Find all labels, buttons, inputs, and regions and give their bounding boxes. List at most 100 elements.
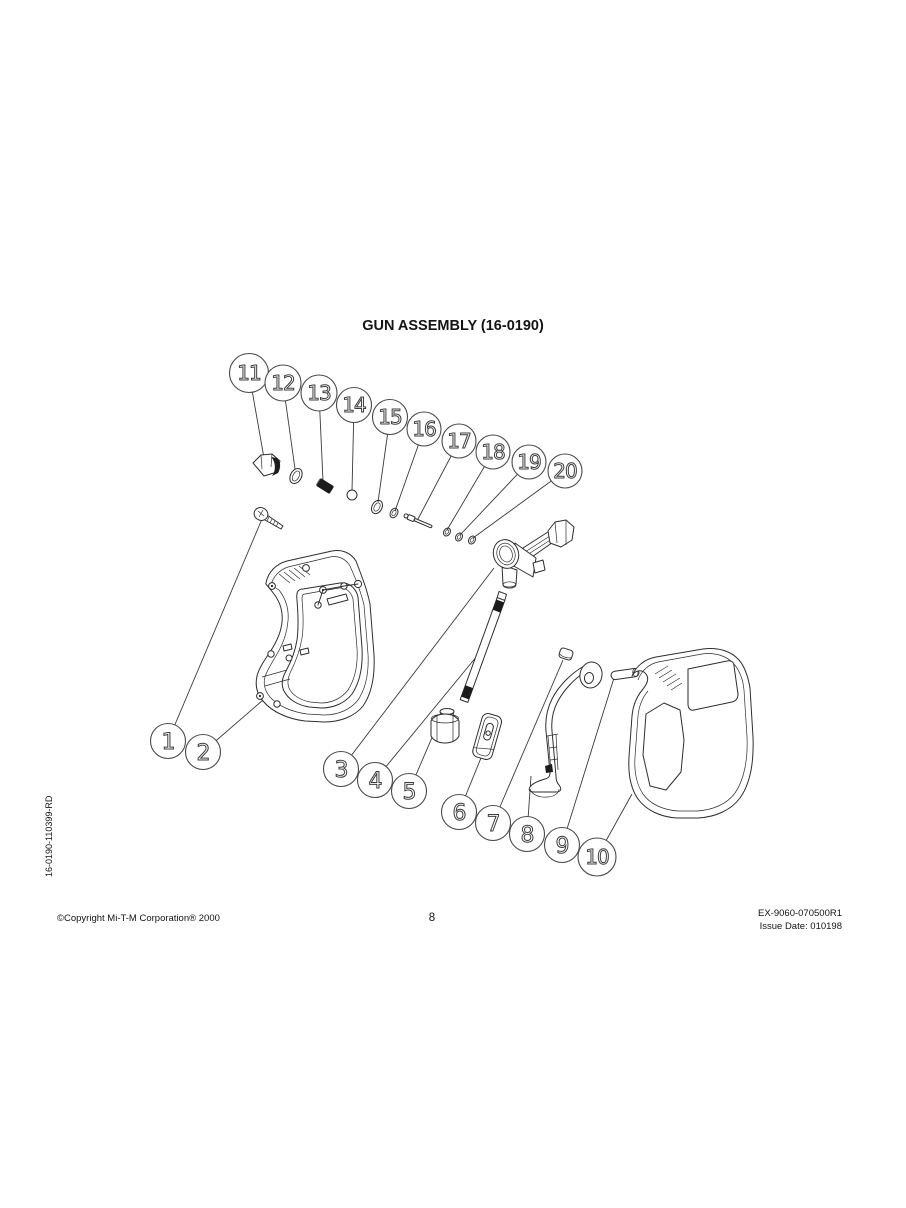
plug-facets: [260, 453, 273, 470]
part-9-pin: [610, 667, 640, 681]
callout-circle: [356, 761, 394, 799]
o-ring-outer: [289, 467, 303, 485]
callout-9: 9: [543, 826, 581, 864]
callout-number: 8: [521, 823, 534, 848]
pin-end: [632, 668, 639, 677]
part-3-valve-assembly: [492, 519, 575, 589]
boss-dot: [270, 584, 274, 588]
part-14-ball: [346, 489, 358, 501]
housing-left-ribs: [261, 669, 291, 687]
boss-dot: [258, 694, 262, 698]
callout-number: 10: [585, 845, 609, 869]
linkage-bar: [326, 593, 349, 606]
housing-left-opening: [281, 582, 363, 709]
callout-circle: [508, 815, 546, 853]
footer-doc-code: EX-9060-070500R1: [758, 908, 842, 919]
callout-number: 20: [553, 459, 577, 483]
callout-number: 5: [403, 780, 416, 805]
callout-6: 6: [440, 793, 478, 831]
callout-18: 18: [475, 434, 511, 470]
leader-line-4: [374, 655, 478, 781]
callout-number: 9: [556, 834, 569, 859]
callout-circle: [440, 793, 478, 831]
leader-line-3: [340, 567, 495, 770]
callout-number: 1: [162, 730, 175, 755]
part-7-cap: [558, 647, 574, 661]
o-ring-outer: [455, 532, 463, 542]
linkage-arms: [317, 583, 359, 606]
housing-right-recess: [687, 660, 739, 711]
o-ring-outer: [443, 527, 451, 537]
footer-page-number: 8: [429, 912, 435, 924]
callout-number: 19: [517, 450, 541, 474]
o-ring-inner: [373, 502, 381, 512]
trigger-latch-dark: [545, 764, 553, 773]
tube-body: [459, 597, 506, 703]
callout-16: 16: [406, 411, 442, 447]
callout-circle: [406, 411, 442, 447]
lock-plate-screw: [485, 730, 491, 736]
o-ring-inner: [469, 537, 475, 543]
screw-threads: [266, 516, 279, 528]
callout-number: 13: [307, 381, 331, 405]
coupling-facets: [436, 716, 454, 741]
valve-flange-bore: [499, 545, 513, 563]
housing-left-opening-inner: [287, 587, 358, 704]
callout-12: 12: [264, 364, 302, 402]
o-ring-outer: [370, 499, 384, 515]
callout-10: 10: [577, 837, 617, 877]
valve-flange-ring: [496, 542, 516, 566]
valve-nut-facets: [554, 520, 567, 545]
cap-edge: [559, 653, 572, 659]
part-11-hex-plug: [252, 453, 281, 477]
needle-rod: [413, 518, 433, 529]
o-ring-outer: [389, 507, 399, 519]
coupling-rim: [431, 713, 459, 724]
part-5-coupling-nut: [430, 708, 460, 744]
part-8-trigger: [528, 661, 603, 798]
housing-left-trigger-linkage: [317, 583, 359, 606]
callout-20: 20: [547, 453, 583, 489]
callout-17: 17: [441, 423, 477, 459]
footer-issue-date: Issue Date: 010198: [760, 921, 842, 932]
callout-5: 5: [390, 772, 428, 810]
part-1-screw: [253, 507, 284, 530]
callout-8: 8: [508, 815, 546, 853]
callout-number: 14: [342, 393, 366, 417]
part-17-needle-stem: [403, 513, 433, 529]
o-ring-outer: [468, 535, 476, 545]
cap-body: [558, 647, 574, 661]
screw-phillips-slot: [257, 509, 265, 518]
part-12-o-ring: [289, 467, 303, 485]
callout-circle: [511, 444, 547, 480]
callout-circle: [264, 364, 302, 402]
page-title: GUN ASSEMBLY (16-0190): [362, 318, 544, 334]
part-19-o-ring: [455, 532, 463, 542]
housing-right-grip-texture: [642, 702, 685, 791]
callout-13: 13: [300, 374, 338, 412]
callout-circle: [390, 772, 428, 810]
housing-right-vent-slots: [654, 665, 683, 691]
callout-circle: [543, 826, 581, 864]
callout-circle: [322, 750, 360, 788]
valve-lug: [532, 559, 546, 574]
boss: [302, 564, 310, 572]
housing-left-inner-shell: [263, 556, 369, 716]
callout-11: 11: [228, 352, 270, 394]
lock-plate-bend-line: [473, 747, 494, 750]
tube-seal-top: [492, 599, 505, 613]
callout-number: 7: [487, 812, 500, 837]
tube-seal-bottom: [461, 685, 473, 700]
callout-number: 12: [271, 371, 294, 395]
set-screw-end: [315, 478, 321, 485]
callout-circle: [335, 386, 373, 424]
callout-number: 17: [447, 429, 471, 453]
callout-circle: [300, 374, 338, 412]
coupling-body: [430, 713, 460, 744]
callout-number: 6: [453, 801, 466, 826]
callout-number: 15: [378, 405, 401, 429]
housing-left-bosses: [256, 564, 363, 708]
callout-circle: [475, 434, 511, 470]
